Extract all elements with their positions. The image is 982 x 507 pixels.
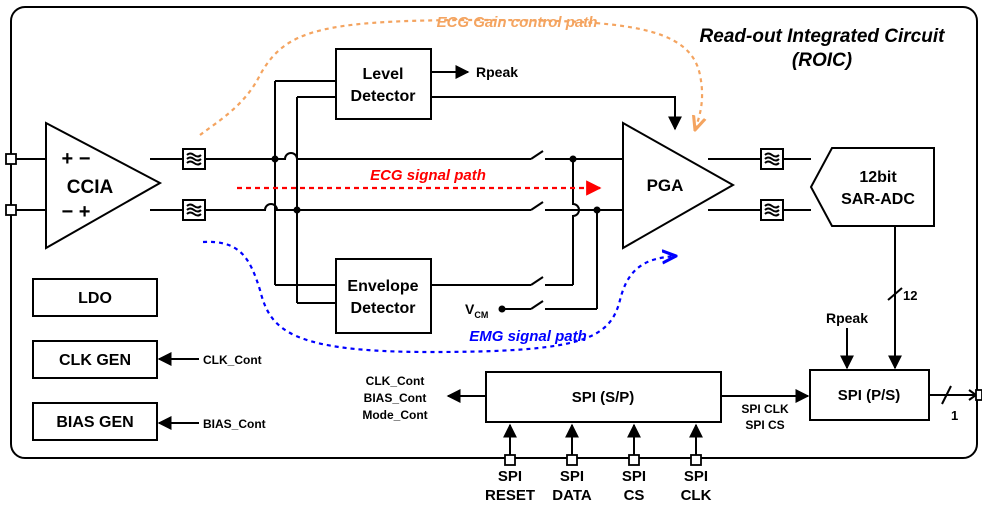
chip-boundary [10, 6, 978, 459]
svg-text:CLK: CLK [681, 487, 712, 504]
emg-signal-path-arrow [202, 240, 676, 354]
bias-cont-label: BIAS_Cont [203, 417, 266, 431]
envelope-detector-block: Envelope Detector [335, 258, 432, 334]
svg-text:SPI: SPI [560, 468, 584, 485]
ecg-signal-path-label: ECG signal path [370, 167, 486, 184]
rpeak-output-label: Rpeak [476, 64, 518, 80]
spi-pin-clk: SPI CLK [681, 423, 712, 504]
ccia-label: CCIA [67, 177, 114, 198]
pga-label: PGA [647, 176, 684, 195]
vcm-label: VCM [465, 301, 488, 320]
clk-cont-label: CLK_Cont [203, 353, 262, 367]
level-detector-label-line2: Detector [351, 88, 416, 105]
switch-icon [530, 300, 544, 310]
clk-gen-block: CLK GEN [32, 340, 158, 379]
ccia-amplifier: CCIA + − − + [45, 121, 163, 250]
spi-ps-label: SPI (P/S) [838, 387, 901, 404]
junction-dot [593, 206, 601, 214]
spi-output-label-2: BIAS_Cont [364, 391, 427, 405]
spi-pin-data: SPI DATA [552, 423, 592, 504]
ldo-block: LDO [32, 278, 158, 317]
spi-link-label-1: SPI CLK [741, 402, 789, 416]
svg-text:SPI: SPI [622, 468, 646, 485]
level-detector-block: Level Detector [335, 48, 432, 120]
ecg-gain-path-arrow [199, 18, 702, 136]
svg-text:DATA: DATA [552, 487, 592, 504]
svg-text:RESET: RESET [485, 487, 535, 504]
switch-icon [530, 276, 544, 286]
adc-label-line1: 12bit [859, 169, 897, 186]
pga-amplifier: PGA [622, 121, 736, 250]
filter-icon [182, 199, 206, 221]
level-detector-label-line1: Level [363, 66, 404, 83]
svg-text:SPI: SPI [684, 468, 708, 485]
ecg-gain-path-label: ECG Gain control path [437, 14, 598, 31]
adc-label-line2: SAR-ADC [841, 191, 915, 208]
filter-icon [182, 148, 206, 170]
svg-text:CS: CS [624, 487, 645, 504]
chip-title-line1: Read-out Integrated Circuit [700, 26, 946, 47]
ccia-top-signs: + − [62, 148, 91, 170]
spi-sp-label: SPI (S/P) [572, 389, 635, 406]
ldo-label: LDO [78, 290, 112, 307]
switch-icon [530, 201, 544, 211]
filter-icon [760, 199, 784, 221]
envelope-detector-label-line1: Envelope [347, 278, 418, 295]
sar-adc-block: 12bit SAR-ADC [809, 147, 935, 227]
spi-ps-block: SPI (P/S) [809, 369, 930, 421]
output-pin [975, 389, 982, 401]
rpeak-input-label: Rpeak [826, 310, 868, 326]
emg-signal-path-label: EMG signal path [469, 328, 587, 345]
bias-gen-label: BIAS GEN [56, 414, 133, 431]
bus-width-label: 12 [903, 288, 917, 303]
ccia-bottom-signs: − + [62, 201, 91, 223]
output-width-label: 1 [951, 408, 958, 423]
spi-pin-reset: SPI RESET [485, 423, 535, 504]
bias-gen-block: BIAS GEN [32, 402, 158, 441]
switch-icon [530, 150, 544, 160]
filter-icon [760, 148, 784, 170]
spi-pin-cs: SPI CS [622, 423, 646, 504]
junction-dot [569, 155, 577, 163]
chip-title-line2: (ROIC) [792, 50, 852, 71]
input-pin-positive [5, 153, 17, 165]
spi-output-label-1: CLK_Cont [366, 374, 425, 388]
clk-gen-label: CLK GEN [59, 352, 131, 369]
spi-sp-block: SPI (S/P) [485, 371, 722, 423]
spi-link-label-2: SPI CS [745, 418, 784, 432]
svg-text:SPI: SPI [498, 468, 522, 485]
envelope-detector-label-line2: Detector [351, 300, 416, 317]
spi-output-label-3: Mode_Cont [362, 408, 427, 422]
input-pin-negative [5, 204, 17, 216]
